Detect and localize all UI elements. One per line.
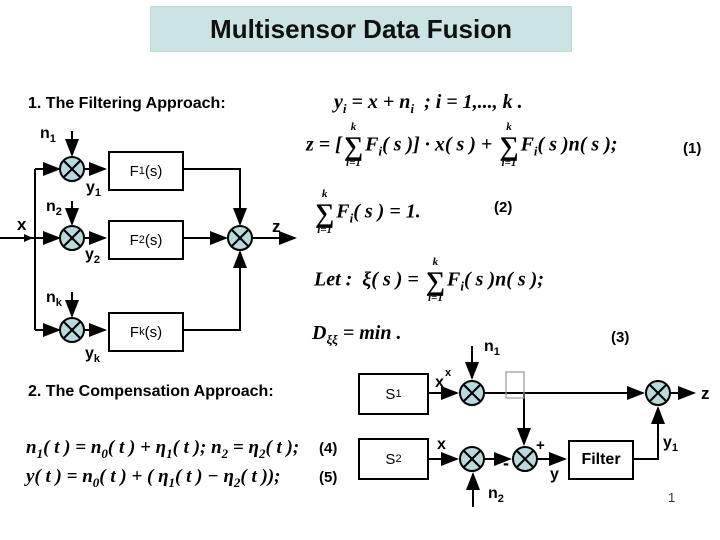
label-y-comp: y: [550, 466, 559, 483]
equation-number-4: (4): [319, 440, 338, 457]
multiplier-cross: [62, 320, 82, 340]
multiplier-cross: [462, 383, 482, 403]
connector: [180, 168, 247, 226]
heading-compensation: 2. The Compensation Approach:: [28, 383, 274, 400]
multiplier-cross: [462, 449, 482, 469]
label-plus-sign: +: [536, 437, 545, 454]
label-x-s1-extra: x: [445, 367, 452, 379]
multiplier-cross: [62, 228, 82, 248]
equation-y-compensation: y( t ) = n0( t ) + ( η1( t ) − η2( t ));: [26, 466, 281, 490]
label-y2: y2: [85, 246, 101, 267]
page-title: Multisensor Data Fusion: [210, 13, 512, 44]
multiplier-nodes: [59, 156, 671, 472]
label-x-s1: x: [435, 374, 444, 391]
compensation-diagram-wires: [426, 346, 696, 507]
label-z-output: z: [272, 217, 281, 236]
multiplier-cross: [230, 228, 250, 248]
heading-filtering: 1. The Filtering Approach:: [28, 95, 226, 112]
artifact-box: [505, 371, 525, 399]
filtering-diagram-wires: [0, 131, 297, 337]
equation-n-compensation: n1( t ) = n0( t ) + η1( t ); n2 = η2( t …: [26, 437, 300, 461]
title-bar: Multisensor Data Fusion: [150, 6, 572, 52]
label-n1-comp: n1: [484, 338, 500, 359]
label-y1-comp: y1: [663, 434, 679, 455]
label-x-input: x: [17, 215, 27, 234]
label-z-comp: z: [701, 384, 710, 403]
multiplier-cross: [648, 383, 668, 403]
label-yk: yk: [85, 345, 101, 366]
label-minus-sign: -: [503, 453, 509, 473]
equation-number-3: (3): [611, 329, 630, 346]
label-y1: y1: [86, 179, 102, 200]
label-nk: nk: [46, 289, 62, 310]
connector: [630, 406, 665, 460]
equation-number-2: (2): [494, 199, 513, 216]
block-filter: Filter: [568, 440, 634, 480]
label-n2-comp: n2: [488, 485, 504, 506]
multiplier-cross: [62, 159, 82, 179]
equation-number-5: (5): [319, 469, 338, 486]
equation-d-min: Dξξ = min .: [312, 322, 402, 347]
label-n2: n2: [46, 198, 62, 219]
label-x-s2: x: [437, 436, 446, 453]
equation-number-1: (1): [683, 140, 702, 157]
label-n1: n1: [40, 125, 56, 146]
page-number: 1: [668, 490, 676, 505]
connector: [180, 250, 247, 331]
equation-yi: yi = x + ni ; i = 1,..., k .: [334, 91, 523, 116]
arrowhead: [24, 234, 33, 242]
multiplier-cross: [515, 449, 535, 469]
